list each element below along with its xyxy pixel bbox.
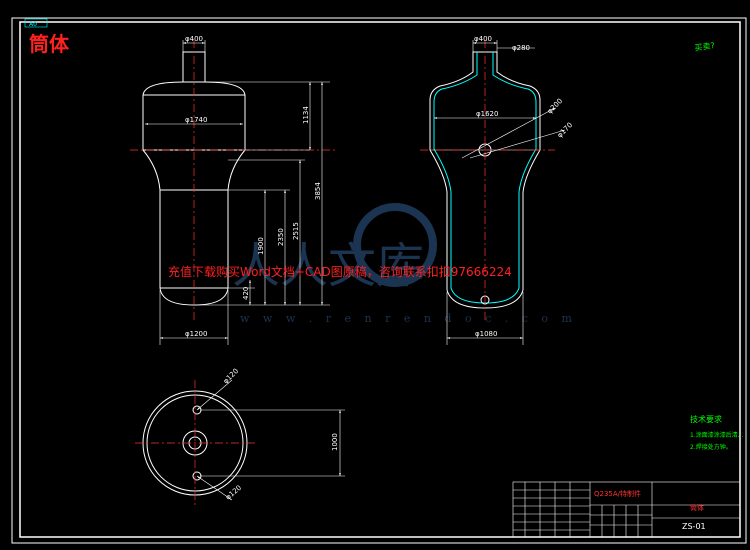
- section-bottom-dia: φ1080: [475, 330, 497, 338]
- front-h-upper: 1134: [302, 106, 310, 124]
- top-hole-bottom: φ120: [224, 484, 243, 502]
- front-h-base: 1900: [257, 237, 265, 255]
- front-h-lower: 2350: [277, 228, 285, 246]
- title-block: [512, 481, 741, 538]
- watermark-cn: 人人文库: [232, 238, 424, 294]
- front-h-total: 3854: [314, 182, 322, 200]
- top-centerlines: [135, 380, 255, 505]
- front-h-mid: 2515: [292, 222, 300, 240]
- section-top-side: φ280: [512, 44, 530, 52]
- front-top-dia: φ400: [185, 35, 203, 43]
- section-top-dia: φ400: [474, 35, 492, 43]
- tech-req-item-1: 1.涂面漆涂漆后清...: [690, 431, 744, 439]
- drawing-title: 筒体: [29, 32, 70, 56]
- front-body-dia: φ1740: [185, 116, 207, 124]
- watermark-url: w w w . r e n r e n d o c . c o m: [240, 312, 577, 325]
- watermark: 人人文库 w w w . r e n r e n d o c . c o m: [232, 203, 577, 325]
- top-hole-top: φ120: [222, 367, 240, 385]
- promo-text: 充值下载购买Word文档+CAD图原稿，咨询联系扣扣97666224: [168, 264, 512, 279]
- sheet-size-label: A0: [29, 21, 37, 28]
- top-height: 1000: [331, 433, 339, 451]
- front-h-small: 420: [242, 287, 250, 300]
- tech-req-title: 技术要求: [690, 414, 722, 424]
- sheet-inner-border: [19, 21, 741, 538]
- title-part-name: 筒体: [690, 503, 704, 512]
- corner-note: 买卖?: [694, 41, 715, 53]
- sheet-outer-border: [11, 17, 747, 544]
- front-dims: [145, 40, 330, 345]
- front-centerlines: [130, 40, 335, 320]
- tech-req-item-2: 2.焊接处方钟。: [690, 443, 732, 451]
- section-dims: [434, 40, 566, 345]
- section-hole-b: φ170: [556, 121, 574, 139]
- title-drawing-code: ZS-01: [682, 522, 706, 531]
- section-body-dia: φ1620: [476, 110, 498, 118]
- top-dims: [196, 379, 345, 501]
- sheet-size-tag: [24, 18, 48, 28]
- title-material: Q235A/特制件: [594, 489, 641, 498]
- front-bottom-dia: φ1200: [185, 330, 207, 338]
- section-hole-a: φ200: [546, 97, 564, 115]
- section-centerlines: [420, 40, 555, 320]
